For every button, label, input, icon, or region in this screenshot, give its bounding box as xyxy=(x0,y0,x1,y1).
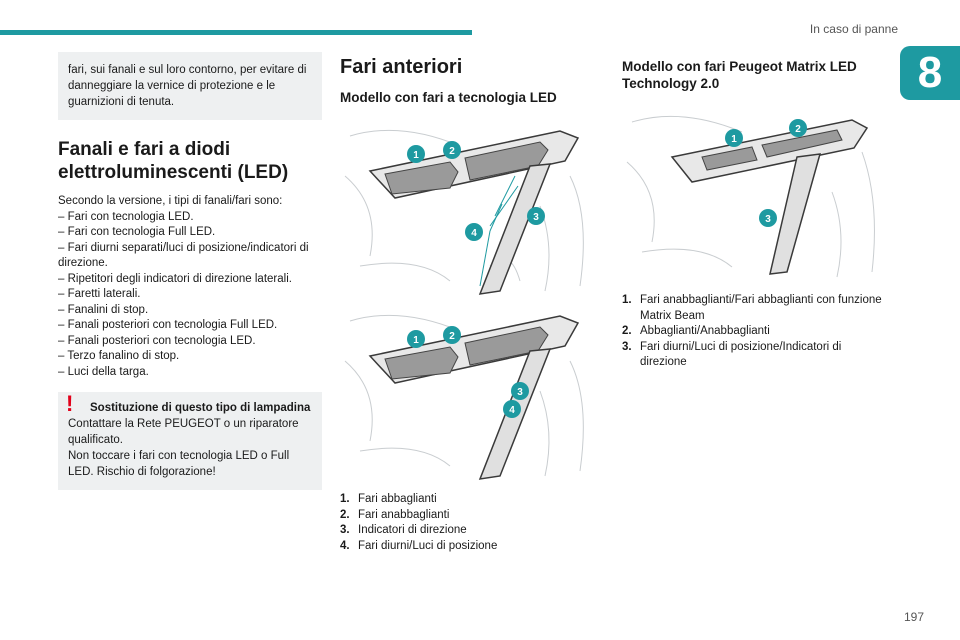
warning-text: Contattare la Rete PEUGEOT o un riparato… xyxy=(68,418,299,446)
legend-item: 3. Indicatori di direzione xyxy=(340,523,604,539)
legend-text: Fari diurni/Luci di posizione xyxy=(358,539,498,552)
matrix-led-diagram: 1 2 3 xyxy=(626,115,875,278)
front-lights-title: Fari anteriori xyxy=(340,56,463,78)
callout-label: 2 xyxy=(795,124,801,135)
callout-label: 4 xyxy=(471,228,477,239)
page-number: 197 xyxy=(903,610,924,624)
column-3: Modello con fari Peugeot Matrix LED Tech… xyxy=(622,52,886,371)
legend-number: 1. xyxy=(622,294,632,306)
callout-label: 2 xyxy=(449,331,455,342)
list-item: – Fari con tecnologia LED. xyxy=(58,210,194,223)
callout-marker xyxy=(725,129,743,147)
chapter-badge: 8 xyxy=(900,46,960,100)
top-accent-bar xyxy=(0,30,472,35)
intro-box: fari, sui fanali e sul loro contorno, pe… xyxy=(58,52,322,120)
callout-label: 4 xyxy=(509,405,515,416)
legend-item: 1. Fari abbaglianti xyxy=(340,492,604,508)
led-section-title: Fanali e fari a diodi elettroluminescent… xyxy=(58,139,289,183)
led-headlight-diagram-2: 1 2 3 4 xyxy=(344,314,584,480)
list-item: – Fari con tecnologia Full LED. xyxy=(58,226,216,238)
callout-marker xyxy=(407,330,425,348)
warning-title: Sostituzione di questo tipo di lampadina xyxy=(90,402,311,414)
legend-item: 3. Fari diurni/Luci di posizione/Indicato… xyxy=(622,340,886,371)
callout-markers: 1 2 3 4 xyxy=(407,141,545,241)
legend-text: Fari anabbaglianti xyxy=(358,508,450,521)
led-model-subtitle: Modello con fari a tecnologia LED xyxy=(340,90,557,105)
callout-marker xyxy=(759,209,777,227)
legend-item: 1. Fari anabbaglianti/Fari abbaglianti co… xyxy=(622,293,886,324)
legend-text: Fari diurni/Luci di posizione/Indicatori… xyxy=(640,340,842,369)
section-header: In caso di panne xyxy=(809,22,898,36)
callout-label: 3 xyxy=(517,387,523,398)
matrix-led-legend: 1. Fari anabbaglianti/Fari abbaglianti co… xyxy=(622,293,886,371)
warning-exclamation-icon: ! xyxy=(66,391,74,416)
legend-item: 2. Fari anabbaglianti xyxy=(340,508,604,524)
matrix-led-title: Modello con fari Peugeot Matrix LED Tech… xyxy=(622,59,857,91)
legend-number: 2. xyxy=(340,508,350,521)
led-types-list: Secondo la versione, i tipi di fanali/fa… xyxy=(58,194,322,380)
column-2: Fari anteriori Modello con fari a tecnol… xyxy=(340,52,604,554)
callout-marker xyxy=(789,119,807,137)
legend-number: 1. xyxy=(340,493,350,505)
list-item: – Fari diurni separati/luci di posizione… xyxy=(58,241,309,270)
legend-number: 3. xyxy=(622,340,632,353)
callout-marker xyxy=(527,207,545,225)
legend-number: 3. xyxy=(340,524,350,536)
callout-label: 1 xyxy=(731,134,737,145)
legend-text: Abbaglianti/Anabbaglianti xyxy=(640,325,770,337)
legend-item: 2. Abbaglianti/Anabbaglianti xyxy=(622,324,886,340)
warning-text: Non toccare i fari con tecnologia LED o … xyxy=(68,450,290,478)
list-item: – Terzo fanalino di stop. xyxy=(58,350,180,362)
callout-label: 3 xyxy=(533,212,539,223)
legend-item: 4. Fari diurni/Luci di posizione xyxy=(340,539,604,555)
led-headlight-diagram-1: 1 2 3 4 xyxy=(344,129,584,295)
list-item: – Ripetitori degli indicatori di direzio… xyxy=(58,272,292,285)
callout-label: 2 xyxy=(449,146,455,157)
legend-number: 2. xyxy=(622,325,632,337)
callout-marker xyxy=(407,145,425,163)
callout-marker xyxy=(503,400,521,418)
led-legend: 1.Fari abbaglianti 2.Fari anabbaglianti … xyxy=(340,492,604,554)
callout-marker xyxy=(511,382,529,400)
legend-text: Fari anabbaglianti/Fari abbaglianti con … xyxy=(640,294,882,322)
callout-label: 1 xyxy=(413,335,419,346)
warning-box: ! Sostituzione di questo tipo di lampadi… xyxy=(58,392,322,490)
list-item: – Fanali posteriori con tecnologia LED. xyxy=(58,334,256,347)
column-1: fari, sui fanali e sul loro contorno, pe… xyxy=(58,52,322,490)
callout-marker xyxy=(465,223,483,241)
callout-marker xyxy=(443,326,461,344)
legend-number: 4. xyxy=(340,539,350,552)
callout-marker xyxy=(443,141,461,159)
legend-text: Indicatori di direzione xyxy=(358,524,467,536)
callout-label: 3 xyxy=(765,214,771,225)
list-lead: Secondo la versione, i tipi di fanali/fa… xyxy=(58,195,283,207)
legend-text: Fari abbaglianti xyxy=(358,493,437,505)
list-item: – Fanalini di stop. xyxy=(58,303,149,316)
callout-label: 1 xyxy=(413,150,419,161)
list-item: – Luci della targa. xyxy=(58,365,149,378)
list-item: – Faretti laterali. xyxy=(58,288,141,300)
list-item: – Fanali posteriori con tecnologia Full … xyxy=(58,319,278,331)
